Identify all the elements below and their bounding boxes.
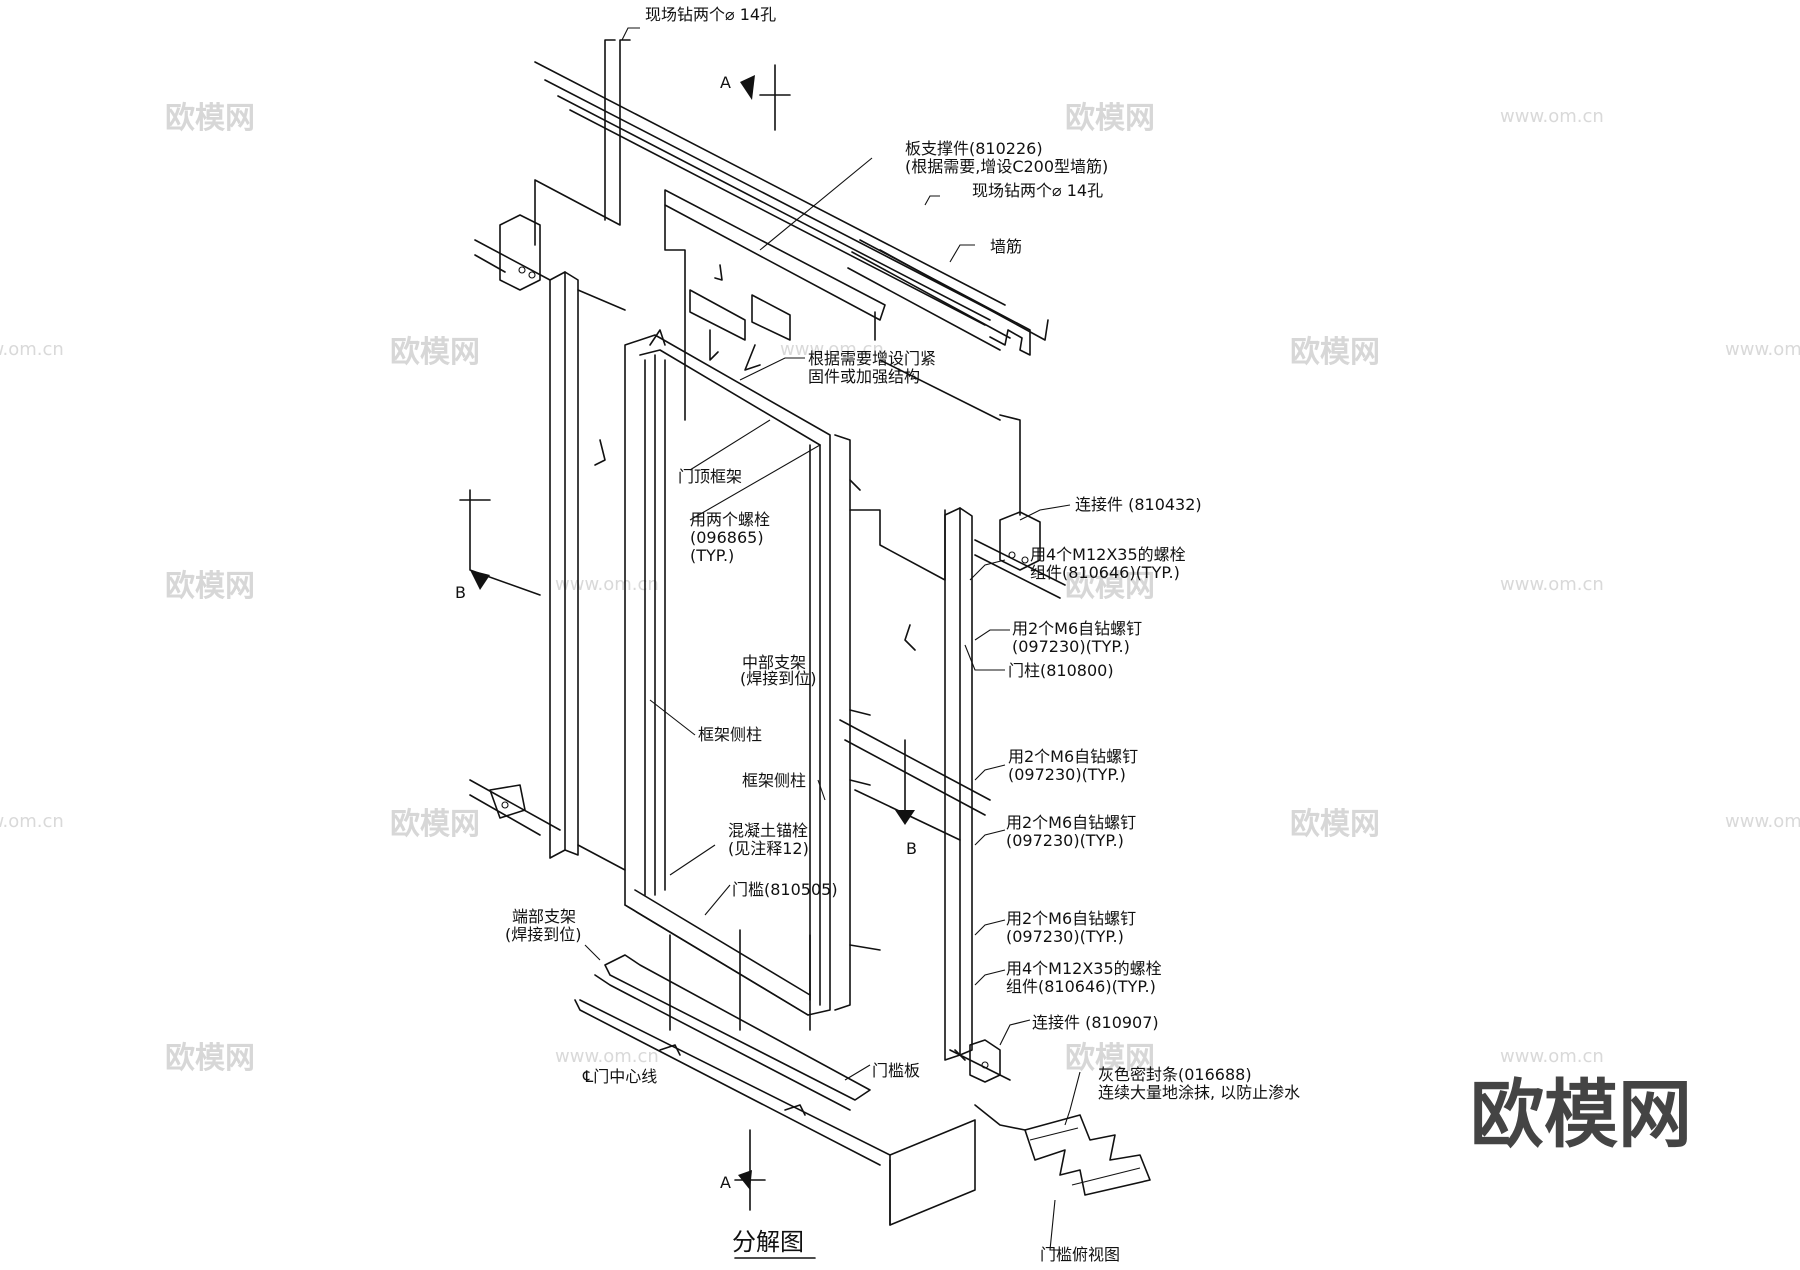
label-middle-bracket-2: (焊接到位) <box>740 669 817 688</box>
cross-lines <box>839 719 991 841</box>
label-two-bolts-code: (096865) <box>690 528 764 547</box>
label-m12-bottom-2: 组件(810646)(TYP.) <box>1006 977 1156 996</box>
plate-brace <box>664 189 886 421</box>
top-wall-rail <box>534 61 1006 326</box>
leader-lines <box>584 27 1081 1251</box>
label-end-bracket-2: (焊接到位) <box>505 925 582 944</box>
watermark-text: 欧模网 <box>165 101 255 136</box>
label-plate-brace-note: (根据需要,增设C200型墙筋) <box>905 157 1108 176</box>
label-seal-2: 连续大量地涂抹, 以防止渗水 <box>1098 1083 1300 1102</box>
label-m12-top: 用4个M12X35的螺栓 <box>1030 545 1186 564</box>
label-m6-4-code: (097230)(TYP.) <box>1006 927 1124 946</box>
label-m6-3: 用2个M6自钻螺钉 <box>1006 813 1136 832</box>
label-end-bracket: 端部支架 <box>512 907 576 926</box>
left-drill-guide <box>534 39 631 246</box>
label-connector-2: 连接件 (810907) <box>1032 1013 1159 1032</box>
watermark-url: www.om.cn <box>1500 574 1604 595</box>
watermark-text: 欧模网 <box>1290 335 1380 370</box>
left-drill-guide-2 <box>604 39 616 221</box>
label-section-b-left: B <box>455 583 466 602</box>
right-connector-bracket <box>879 359 1066 599</box>
label-two-bolts: 用两个螺栓 <box>690 510 770 529</box>
watermark-url: www.om.cn <box>1500 1046 1604 1067</box>
door-frame <box>624 329 946 1016</box>
label-add-door-2: 固件或加强结构 <box>808 367 920 386</box>
label-threshold-plate: 门槛板 <box>872 1061 920 1080</box>
label-drill-right: 现场钻两个⌀ 14孔 <box>972 181 1103 200</box>
watermark-text: 欧模网 <box>1290 807 1380 842</box>
threshold-and-slab <box>574 929 976 1226</box>
label-m12-top-2: 组件(810646)(TYP.) <box>1030 563 1180 582</box>
label-connector-1: 连接件 (810432) <box>1075 495 1202 514</box>
label-seal: 灰色密封条(016688) <box>1098 1065 1252 1084</box>
watermark-url: www.om.cn <box>555 1046 659 1067</box>
watermark-text: 欧模网 <box>165 569 255 604</box>
label-threshold-topview: 门槛俯视图 <box>1040 1245 1120 1264</box>
watermark-url: www.om.cn <box>0 339 64 360</box>
watermark-text: 欧模网 <box>1065 101 1155 136</box>
label-section-a-top: A <box>720 73 731 92</box>
label-door-centerline: ℄门中心线 <box>582 1067 657 1086</box>
label-concrete-anchor-2: (见注释12) <box>728 839 809 858</box>
callout-labels: 现场钻两个⌀ 14孔 板支撑件(810226) (根据需要,增设C200型墙筋)… <box>455 5 1300 1264</box>
label-frame-side-post-2: 框架侧柱 <box>742 771 806 790</box>
watermark-url: www.om.cn <box>1725 339 1800 360</box>
watermark-url: www.om.cn <box>0 811 64 832</box>
label-frame-side-post-1: 框架侧柱 <box>698 725 762 744</box>
watermark-layer: 欧模网 欧模网 www.om.cn www.om.cn 欧模网 www.om.c… <box>0 101 1800 1076</box>
watermark-text: 欧模网 <box>165 1041 255 1076</box>
threshold-topview-profile <box>974 1104 1151 1196</box>
watermark-text: 欧模网 <box>390 807 480 842</box>
corner-logo: 欧模网 <box>1470 1072 1692 1158</box>
section-markers <box>459 64 915 1211</box>
bottom-left-bracket <box>469 779 561 836</box>
label-section-a-bottom: A <box>720 1173 731 1192</box>
label-section-b-right: B <box>906 839 917 858</box>
drawing-title: 分解图 <box>732 1228 804 1256</box>
label-m6-1-code: (097230)(TYP.) <box>1012 637 1130 656</box>
top-left-bracket <box>474 214 551 291</box>
watermark-url: www.om.cn <box>1725 811 1800 832</box>
label-m6-2-code: (097230)(TYP.) <box>1008 765 1126 784</box>
label-wall-stud: 墙筋 <box>990 237 1022 256</box>
label-m6-1: 用2个M6自钻螺钉 <box>1012 619 1142 638</box>
label-m6-4: 用2个M6自钻螺钉 <box>1006 909 1136 928</box>
label-m6-3-code: (097230)(TYP.) <box>1006 831 1124 850</box>
label-drill-top: 现场钻两个⌀ 14孔 <box>645 5 776 24</box>
left-door-post <box>549 271 626 871</box>
label-two-bolts-typ: (TYP.) <box>690 546 734 565</box>
label-concrete-anchor: 混凝土锚栓 <box>728 821 808 840</box>
label-m6-2: 用2个M6自钻螺钉 <box>1008 747 1138 766</box>
label-plate-brace: 板支撑件(810226) <box>905 139 1043 158</box>
label-threshold-code: 门槛(810505) <box>732 880 838 899</box>
label-door-post: 门柱(810800) <box>1008 661 1114 680</box>
watermark-text: 欧模网 <box>390 335 480 370</box>
right-door-post <box>904 507 973 1061</box>
label-middle-bracket: 中部支架 <box>742 653 806 672</box>
watermark-url: www.om.cn <box>780 339 884 360</box>
label-m12-bottom: 用4个M12X35的螺栓 <box>1006 959 1162 978</box>
watermark-url: www.om.cn <box>555 574 659 595</box>
label-door-top-frame: 门顶框架 <box>678 467 742 486</box>
label-add-door: 根据需要增设门紧 <box>808 349 936 368</box>
watermark-text: 欧模网 <box>1065 569 1155 604</box>
wall-stud-channel <box>847 239 1049 356</box>
watermark-url: www.om.cn <box>1500 106 1604 127</box>
watermark-text: 欧模网 <box>1065 1041 1155 1076</box>
bottom-right-connector <box>949 1039 1011 1083</box>
